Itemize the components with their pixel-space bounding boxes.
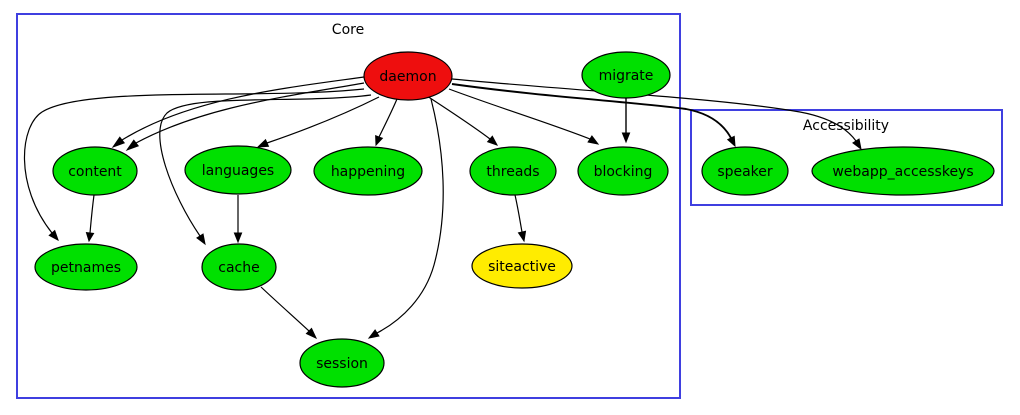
node-label-session: session [316, 356, 368, 372]
edge-daemon-content [135, 82, 365, 144]
edge-daemon-blocking [448, 88, 591, 140]
arrowhead-cache-session [305, 327, 318, 340]
node-content [52, 146, 138, 196]
edge-daemon-speaker [451, 83, 732, 139]
node-label-migrate: migrate [599, 68, 654, 84]
node-migrate [581, 51, 671, 99]
node-languages [184, 145, 292, 195]
edge-daemon-cache [159, 94, 372, 237]
edge-content-petnames [89, 194, 95, 234]
node-label-languages: languages [202, 163, 274, 179]
edge-threads-siteactive [514, 194, 523, 233]
node-happening [313, 146, 423, 196]
node-label-threads: threads [486, 164, 539, 180]
edge-daemon-content [121, 76, 365, 141]
node-petnames [34, 243, 138, 291]
arrowhead-daemon-petnames [48, 229, 59, 242]
cluster-accessibility [690, 109, 1003, 206]
node-label-daemon: daemon [379, 69, 436, 85]
arrowhead-migrate-blocking [621, 132, 631, 144]
edge-daemon-webapp_accesskeys [451, 78, 857, 142]
cluster-label-accessibility: Accessibility [803, 118, 889, 134]
edge-daemon-happening [378, 98, 398, 138]
edge-daemon-petnames [23, 88, 365, 234]
node-threads [469, 146, 557, 196]
arrowhead-daemon-content [111, 136, 126, 149]
arrowhead-daemon-happening [375, 135, 384, 147]
arrowhead-daemon-blocking [587, 135, 600, 145]
arrowhead-content-petnames [85, 231, 95, 243]
arrowhead-daemon-content [125, 139, 140, 152]
node-label-siteactive: siteactive [488, 259, 556, 275]
node-label-speaker: speaker [717, 164, 773, 180]
arrowhead-languages-cache [233, 232, 243, 244]
edge-daemon-threads [426, 95, 491, 140]
cluster-core [16, 13, 681, 399]
arrowhead-daemon-threads [486, 135, 499, 146]
edge-daemon-session [376, 98, 444, 334]
node-speaker [701, 146, 789, 196]
edge-cache-session [260, 286, 310, 332]
node-siteactive [471, 243, 573, 289]
node-session [299, 338, 385, 388]
node-webapp_accesskeys [811, 146, 995, 196]
node-cache [201, 243, 277, 291]
arrowhead-threads-siteactive [517, 230, 527, 243]
arrowhead-daemon-session [367, 329, 380, 339]
node-blocking [577, 146, 669, 196]
cluster-label-core: Core [332, 22, 364, 38]
node-label-cache: cache [218, 260, 259, 276]
node-label-content: content [68, 164, 122, 180]
arrowhead-daemon-cache [196, 233, 206, 246]
node-label-happening: happening [331, 164, 405, 180]
node-daemon [363, 51, 453, 101]
arrowhead-daemon-speaker [726, 135, 736, 148]
edge-daemon-languages [266, 96, 380, 144]
arrowhead-daemon-webapp_accesskeys [852, 138, 862, 151]
arrowhead-daemon-languages [256, 138, 270, 148]
node-label-webapp_accesskeys: webapp_accesskeys [832, 164, 973, 180]
node-label-blocking: blocking [594, 164, 653, 180]
node-label-petnames: petnames [51, 260, 121, 276]
